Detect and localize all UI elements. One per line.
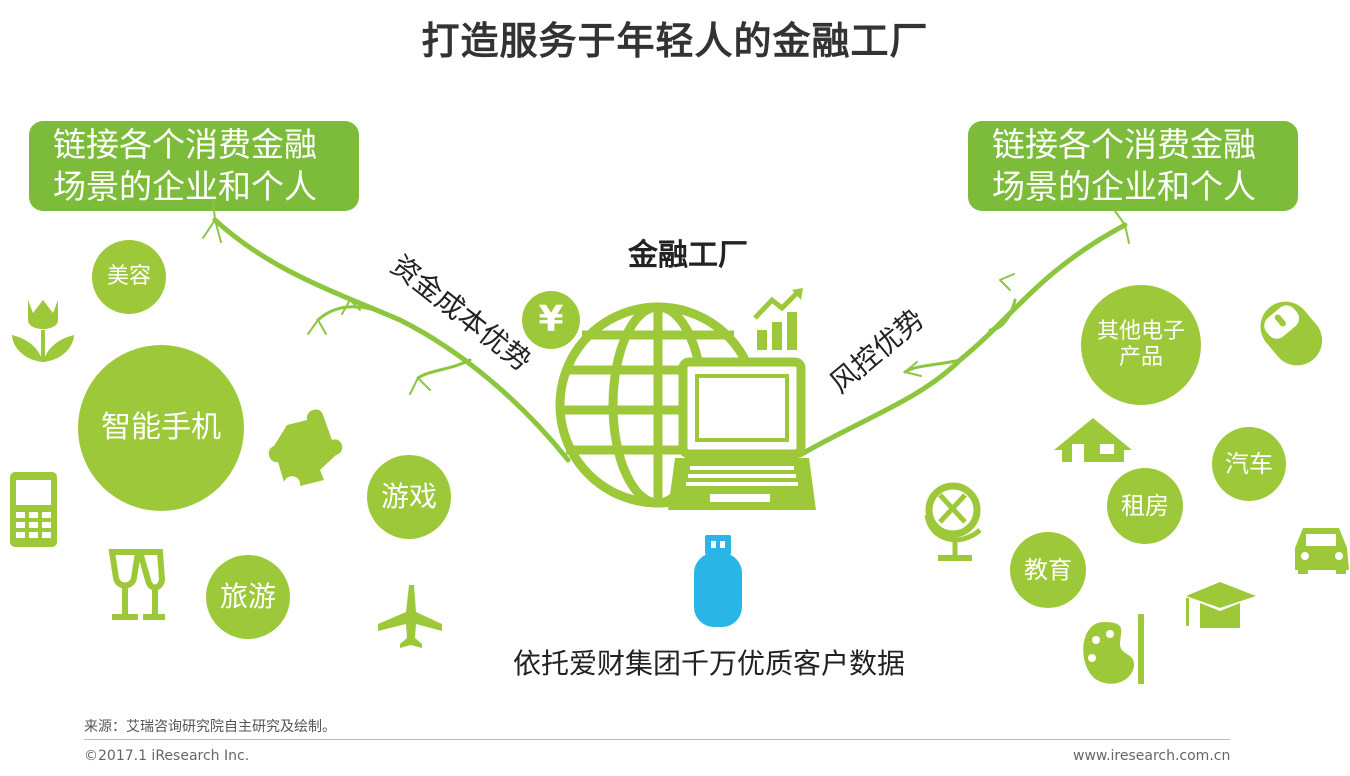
scene-smartphone: 智能手机	[78, 345, 244, 511]
scene-travel: 旅游	[206, 555, 290, 639]
scene-games-label: 游戏	[380, 480, 437, 514]
airplane-icon	[378, 585, 442, 648]
right-vine	[797, 210, 1130, 458]
scene-smartphone-label: 智能手机	[101, 410, 221, 445]
scene-car-label: 汽车	[1225, 449, 1273, 478]
usb-drive-icon	[694, 535, 742, 627]
laptop-icon	[668, 357, 816, 510]
page-title: 打造服务于年轻人的金融工厂	[421, 19, 929, 63]
footer-website: www.iresearch.com.cn	[1073, 748, 1231, 764]
house-icon	[1054, 418, 1132, 462]
footer-divider	[84, 739, 1230, 740]
left-banner-line-1: 链接各个消费金融	[53, 125, 317, 164]
scene-electronics-label: 其他电子 产品	[1097, 319, 1185, 372]
mouse-icon	[1260, 301, 1323, 366]
scene-education-label: 教育	[1024, 555, 1072, 584]
puzzle-icon	[268, 409, 343, 486]
desk-globe-icon	[924, 482, 982, 561]
scene-car: 汽车	[1212, 427, 1286, 501]
scene-electronics: 其他电子 产品	[1081, 285, 1201, 405]
scene-travel-label: 旅游	[219, 580, 276, 614]
wine-glasses-icon	[108, 549, 166, 620]
scene-rent-label: 租房	[1121, 491, 1169, 520]
factory-label: 金融工厂	[628, 238, 748, 273]
left-vine	[202, 199, 571, 463]
scene-rent: 租房	[1107, 468, 1183, 544]
right-banner-line-1: 链接各个消费金融	[992, 125, 1256, 164]
right-banner: 链接各个消费金融 场景的企业和个人	[968, 121, 1298, 211]
scene-beauty-label: 美容	[106, 263, 151, 289]
left-banner: 链接各个消费金融 场景的企业和个人	[29, 121, 359, 211]
left-banner-line-2: 场景的企业和个人	[53, 167, 317, 206]
yen-coin-icon	[522, 291, 580, 349]
data-caption: 依托爱财集团千万优质客户数据	[513, 647, 906, 680]
right-banner-line-2: 场景的企业和个人	[992, 167, 1256, 206]
tulip-icon	[12, 300, 74, 362]
scene-electronics-line-1: 其他电子	[1096, 318, 1185, 344]
growth-chart-icon	[753, 288, 803, 350]
scene-games: 游戏	[367, 455, 451, 539]
graduation-cap-icon	[1186, 582, 1256, 628]
paint-palette-icon	[1083, 614, 1144, 684]
yen-symbol: ¥	[538, 299, 564, 340]
source-note: 来源：艾瑞咨询研究院自主研究及绘制。	[84, 719, 336, 735]
car-icon	[1295, 528, 1349, 574]
scene-beauty: 美容	[92, 240, 166, 314]
footer-copyright: ©2017.1 iResearch Inc.	[84, 748, 250, 764]
mobile-phone-icon	[10, 472, 57, 547]
scene-education: 教育	[1010, 532, 1086, 608]
scene-electronics-line-2: 产品	[1118, 345, 1163, 370]
